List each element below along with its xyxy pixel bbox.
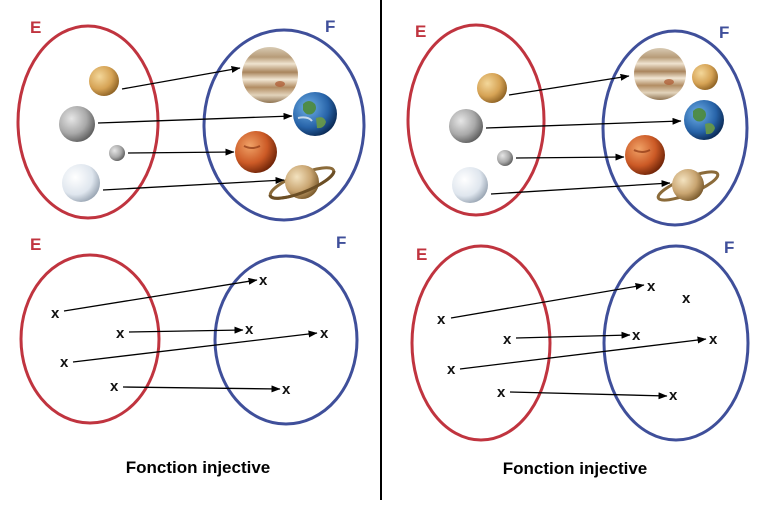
jupiter-icon: [242, 47, 298, 103]
set-e-label: E: [30, 18, 41, 37]
planets-diagram: E F: [406, 22, 749, 227]
codomain-element: x: [647, 278, 656, 295]
venus-icon: [477, 73, 507, 103]
set-f-ellipse: [202, 28, 366, 222]
mapping-arrow: [122, 385, 281, 393]
codomain-element: x: [682, 290, 691, 307]
codomain-element: x: [320, 325, 329, 342]
arrow-venus-jupiter: [121, 66, 241, 90]
venus-icon: [89, 66, 119, 96]
mapping-arrow: [509, 391, 668, 400]
mapping-arrow: [515, 331, 631, 339]
arrow-venus-jupiter: [508, 73, 630, 96]
codomain-element: x: [709, 331, 718, 348]
set-e-ellipse: [410, 244, 552, 442]
left-panel: E F: [16, 17, 366, 477]
set-f-label: F: [719, 23, 729, 42]
x-diagram: E F x x x x x x x x: [19, 233, 359, 426]
set-e-ellipse: [19, 253, 161, 425]
white-moon-icon: [62, 164, 100, 202]
mars-icon: [625, 135, 665, 175]
mapping-arrow: [450, 282, 645, 319]
domain-element: x: [503, 331, 512, 348]
saturn-icon: [268, 165, 336, 200]
set-f-ellipse: [602, 244, 750, 442]
venus-icon: [692, 64, 718, 90]
codomain-element: x: [245, 321, 254, 338]
mapping-arrow: [72, 330, 318, 363]
set-e-ellipse: [406, 23, 546, 217]
caption: Fonction injective: [503, 459, 648, 478]
small-moon-icon: [497, 150, 513, 166]
caption: Fonction injective: [126, 458, 271, 477]
codomain-element: x: [669, 387, 678, 404]
jupiter-icon: [634, 48, 686, 100]
moon-icon: [449, 109, 483, 143]
arrow-whitemoon-saturn: [102, 176, 285, 191]
codomain-element: x: [282, 381, 291, 398]
codomain-element: x: [259, 272, 268, 289]
mapping-arrow: [459, 336, 707, 370]
earth-icon: [293, 92, 337, 136]
set-f-label: F: [724, 238, 734, 257]
domain-element: x: [437, 311, 446, 328]
moon-icon: [59, 106, 95, 142]
saturn-icon: [656, 169, 720, 202]
arrow-moon-earth: [485, 117, 682, 129]
set-e-label: E: [415, 22, 426, 41]
small-moon-icon: [109, 145, 125, 161]
mapping-arrow: [63, 277, 258, 312]
domain-element: x: [497, 384, 506, 401]
arrow-smallmoon-mars: [127, 148, 235, 156]
mars-icon: [235, 131, 277, 173]
domain-element: x: [110, 378, 119, 395]
set-e-label: E: [30, 235, 41, 254]
set-f-ellipse: [601, 29, 749, 227]
set-e-label: E: [416, 245, 427, 264]
set-e-ellipse: [16, 24, 160, 220]
domain-element: x: [51, 305, 60, 322]
white-moon-icon: [452, 167, 488, 203]
arrow-whitemoon-saturn: [490, 180, 671, 195]
arrow-smallmoon-mars: [515, 153, 625, 161]
domain-element: x: [447, 361, 456, 378]
set-f-label: F: [336, 233, 346, 252]
codomain-element: x: [632, 327, 641, 344]
x-diagram: E F x x x x x x x x x: [410, 238, 750, 442]
arrow-moon-earth: [97, 112, 293, 124]
mapping-arrow: [128, 326, 244, 334]
set-f-label: F: [325, 17, 335, 36]
earth-icon: [684, 100, 724, 140]
right-panel: E F: [406, 22, 750, 478]
domain-element: x: [60, 354, 69, 371]
domain-element: x: [116, 325, 125, 342]
planets-diagram: E F: [16, 17, 366, 222]
set-f-ellipse: [213, 254, 359, 426]
